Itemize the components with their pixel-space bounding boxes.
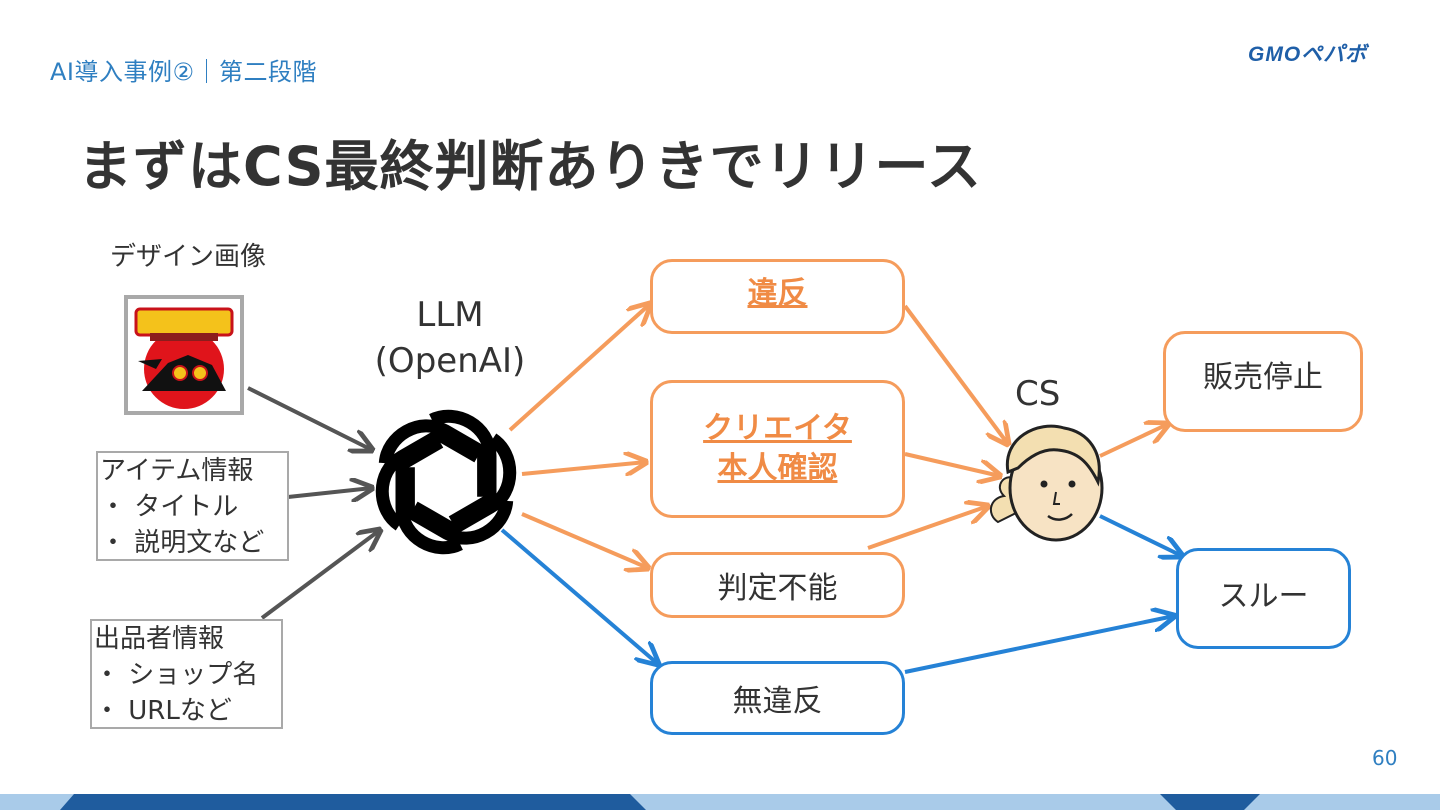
arrow-llm-to-violation xyxy=(508,304,650,432)
item-info-bullet: ・ 説明文など xyxy=(100,528,265,558)
creator-check-line2: 本人確認 xyxy=(717,451,838,486)
seller-info-bullet: ・ ショップ名 xyxy=(94,660,259,690)
llm-label-line1: LLM xyxy=(416,295,484,335)
llm-label: LLM (OpenAI) xyxy=(360,292,540,384)
arrow-llm-to-no-violation xyxy=(500,528,658,664)
arrow-cs-to-stop xyxy=(1099,424,1168,458)
arrow-cs-to-pass xyxy=(1099,514,1182,556)
brand-logo: GMOペパボ xyxy=(1248,43,1368,66)
footer-band xyxy=(0,794,1440,810)
cs-label: CS xyxy=(1015,374,1061,414)
item-info-box: アイテム情報 ・ タイトル ・ 説明文など xyxy=(96,451,289,561)
design-image-label: デザイン画像 xyxy=(110,242,267,272)
outcome-violation[interactable]: 違反 xyxy=(650,259,905,334)
result-stop-sale: 販売停止 xyxy=(1163,331,1363,432)
breadcrumb: AI導入事例②｜第二段階 xyxy=(50,58,318,86)
page-number: 60 xyxy=(1372,746,1398,770)
item-info-bullet: ・ タイトル xyxy=(100,492,239,522)
llm-label-line2: (OpenAI) xyxy=(374,341,526,381)
seller-info-title: 出品者情報 xyxy=(94,624,225,654)
seller-info-bullet: ・ URLなど xyxy=(94,696,232,726)
outcome-no-violation: 無違反 xyxy=(650,661,905,735)
design-thumbnail-image xyxy=(134,307,234,409)
arrow-llm-to-undecidable xyxy=(521,512,648,568)
design-image-frame xyxy=(124,295,244,415)
item-info-title: アイテム情報 xyxy=(100,456,254,486)
outcome-creator-check[interactable]: クリエイタ 本人確認 xyxy=(650,380,905,518)
arrow-undecidable-to-cs xyxy=(867,506,988,550)
slide-title: まずはCS最終判断ありきでリリース xyxy=(78,135,982,198)
arrow-violation-to-cs xyxy=(903,304,1008,444)
creator-check-line1: クリエイタ xyxy=(703,411,852,446)
arrow-no-violation-to-pass xyxy=(904,616,1174,674)
outcome-undecidable: 判定不能 xyxy=(650,552,905,618)
arrow-item-to-llm xyxy=(287,488,372,497)
seller-info-box: 出品者情報 ・ ショップ名 ・ URLなど xyxy=(90,619,283,729)
arrow-creator-to-cs xyxy=(904,452,1000,476)
arrow-design-to-llm xyxy=(247,386,372,450)
arrow-llm-to-creator xyxy=(521,462,646,474)
result-pass: スルー xyxy=(1176,548,1351,649)
arrow-seller-to-llm xyxy=(260,530,380,620)
